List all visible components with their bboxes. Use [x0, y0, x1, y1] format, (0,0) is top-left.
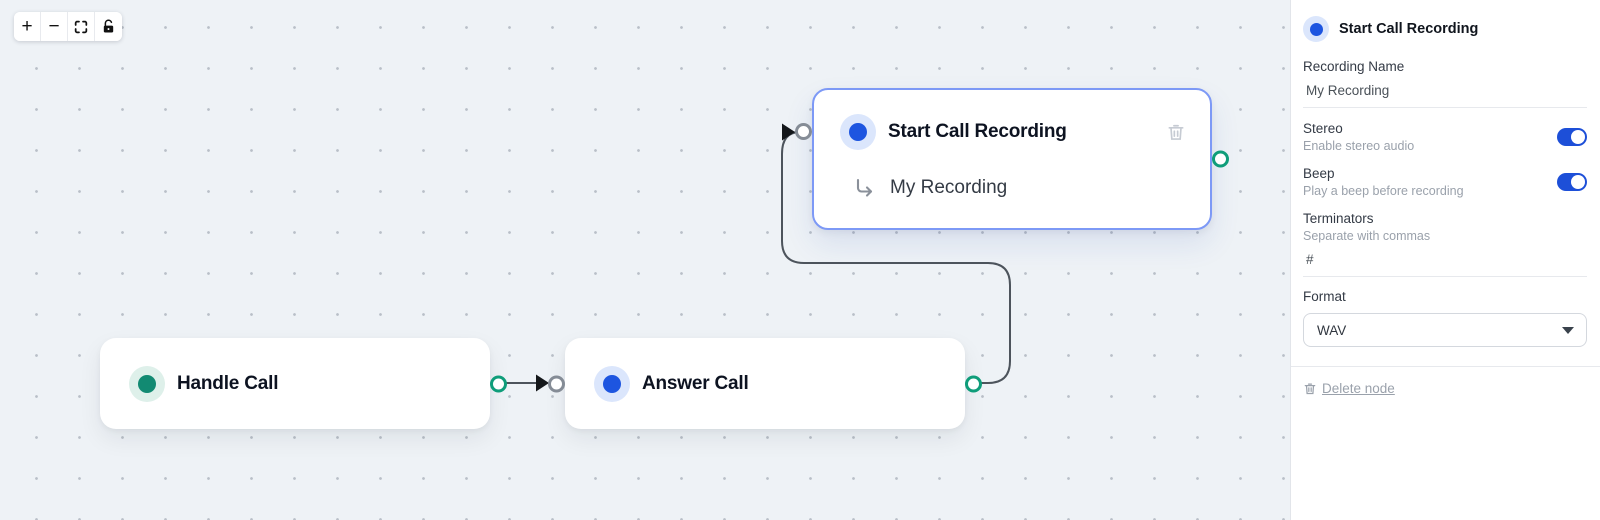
node-accent-dot [603, 374, 621, 393]
node-start-call-recording[interactable]: Start Call Recording My Recording [795, 88, 1229, 230]
stereo-description: Enable stereo audio [1303, 139, 1415, 153]
terminators-field: Terminators Separate with commas [1303, 211, 1587, 277]
beep-toggle[interactable] [1557, 173, 1587, 191]
node-title: Answer Call [642, 372, 749, 394]
node-accent-halo [129, 365, 165, 402]
node-title: Start Call Recording [888, 121, 1067, 142]
node-subtitle: My Recording [890, 177, 1008, 198]
terminators-input[interactable] [1303, 246, 1587, 277]
zoom-out-button[interactable]: − [41, 12, 68, 41]
target-handle[interactable] [548, 375, 565, 392]
zoom-in-icon: + [21, 15, 33, 37]
zoom-in-button[interactable]: + [14, 12, 41, 41]
beep-label: Beep [1303, 166, 1335, 181]
delete-node-label: Delete node [1322, 381, 1395, 396]
target-handle[interactable] [795, 123, 812, 140]
format-selected-value: WAV [1317, 322, 1347, 338]
source-handle[interactable] [490, 375, 507, 392]
node-accent-dot [138, 374, 156, 393]
node-accent-halo [594, 365, 630, 402]
properties-panel: Start Call Recording Recording Name Ster… [1290, 0, 1600, 520]
chevron-down-icon [1562, 326, 1574, 334]
format-field: Format WAV [1303, 289, 1587, 347]
branch-arrow-icon [852, 176, 876, 200]
trash-icon [1303, 381, 1317, 396]
canvas-toolbar: + − [14, 12, 122, 41]
recording-name-input[interactable] [1303, 77, 1587, 108]
zoom-out-icon: − [48, 15, 60, 37]
node-accent-dot [1309, 22, 1323, 36]
beep-field: Beep Play a beep before recording [1303, 166, 1587, 198]
terminators-description: Separate with commas [1303, 229, 1431, 243]
lock-toggle-button[interactable] [95, 12, 122, 41]
stereo-label: Stereo [1303, 121, 1343, 136]
panel-header: Start Call Recording [1303, 16, 1587, 42]
panel-title: Start Call Recording [1339, 21, 1479, 37]
node-accent-halo [1303, 16, 1329, 42]
terminators-label: Terminators [1303, 211, 1374, 226]
node-answer-call[interactable]: Answer Call [548, 338, 982, 429]
node-title: Handle Call [177, 372, 279, 394]
stereo-field: Stereo Enable stereo audio [1303, 121, 1587, 153]
fit-view-button[interactable] [68, 12, 95, 41]
toggle-knob [1571, 175, 1585, 189]
delete-node-button[interactable]: Delete node [1303, 381, 1395, 396]
beep-description: Play a beep before recording [1303, 184, 1464, 198]
delete-node-icon[interactable] [1166, 122, 1186, 142]
node-accent-halo [840, 114, 876, 150]
edge-layer [498, 123, 1011, 392]
panel-divider [1291, 366, 1600, 367]
fit-view-icon [73, 19, 89, 35]
node-accent-dot [849, 123, 867, 141]
recording-name-label: Recording Name [1303, 59, 1405, 74]
node-handle-call[interactable]: Handle Call [100, 338, 507, 429]
recording-name-field: Recording Name [1303, 59, 1587, 108]
flow-canvas[interactable]: + − [0, 0, 1290, 520]
format-label: Format [1303, 289, 1346, 304]
unlock-icon [101, 19, 116, 34]
source-handle[interactable] [1212, 150, 1229, 168]
source-handle[interactable] [965, 375, 982, 392]
format-select[interactable]: WAV [1303, 313, 1587, 347]
toggle-knob [1571, 130, 1585, 144]
stereo-toggle[interactable] [1557, 128, 1587, 146]
